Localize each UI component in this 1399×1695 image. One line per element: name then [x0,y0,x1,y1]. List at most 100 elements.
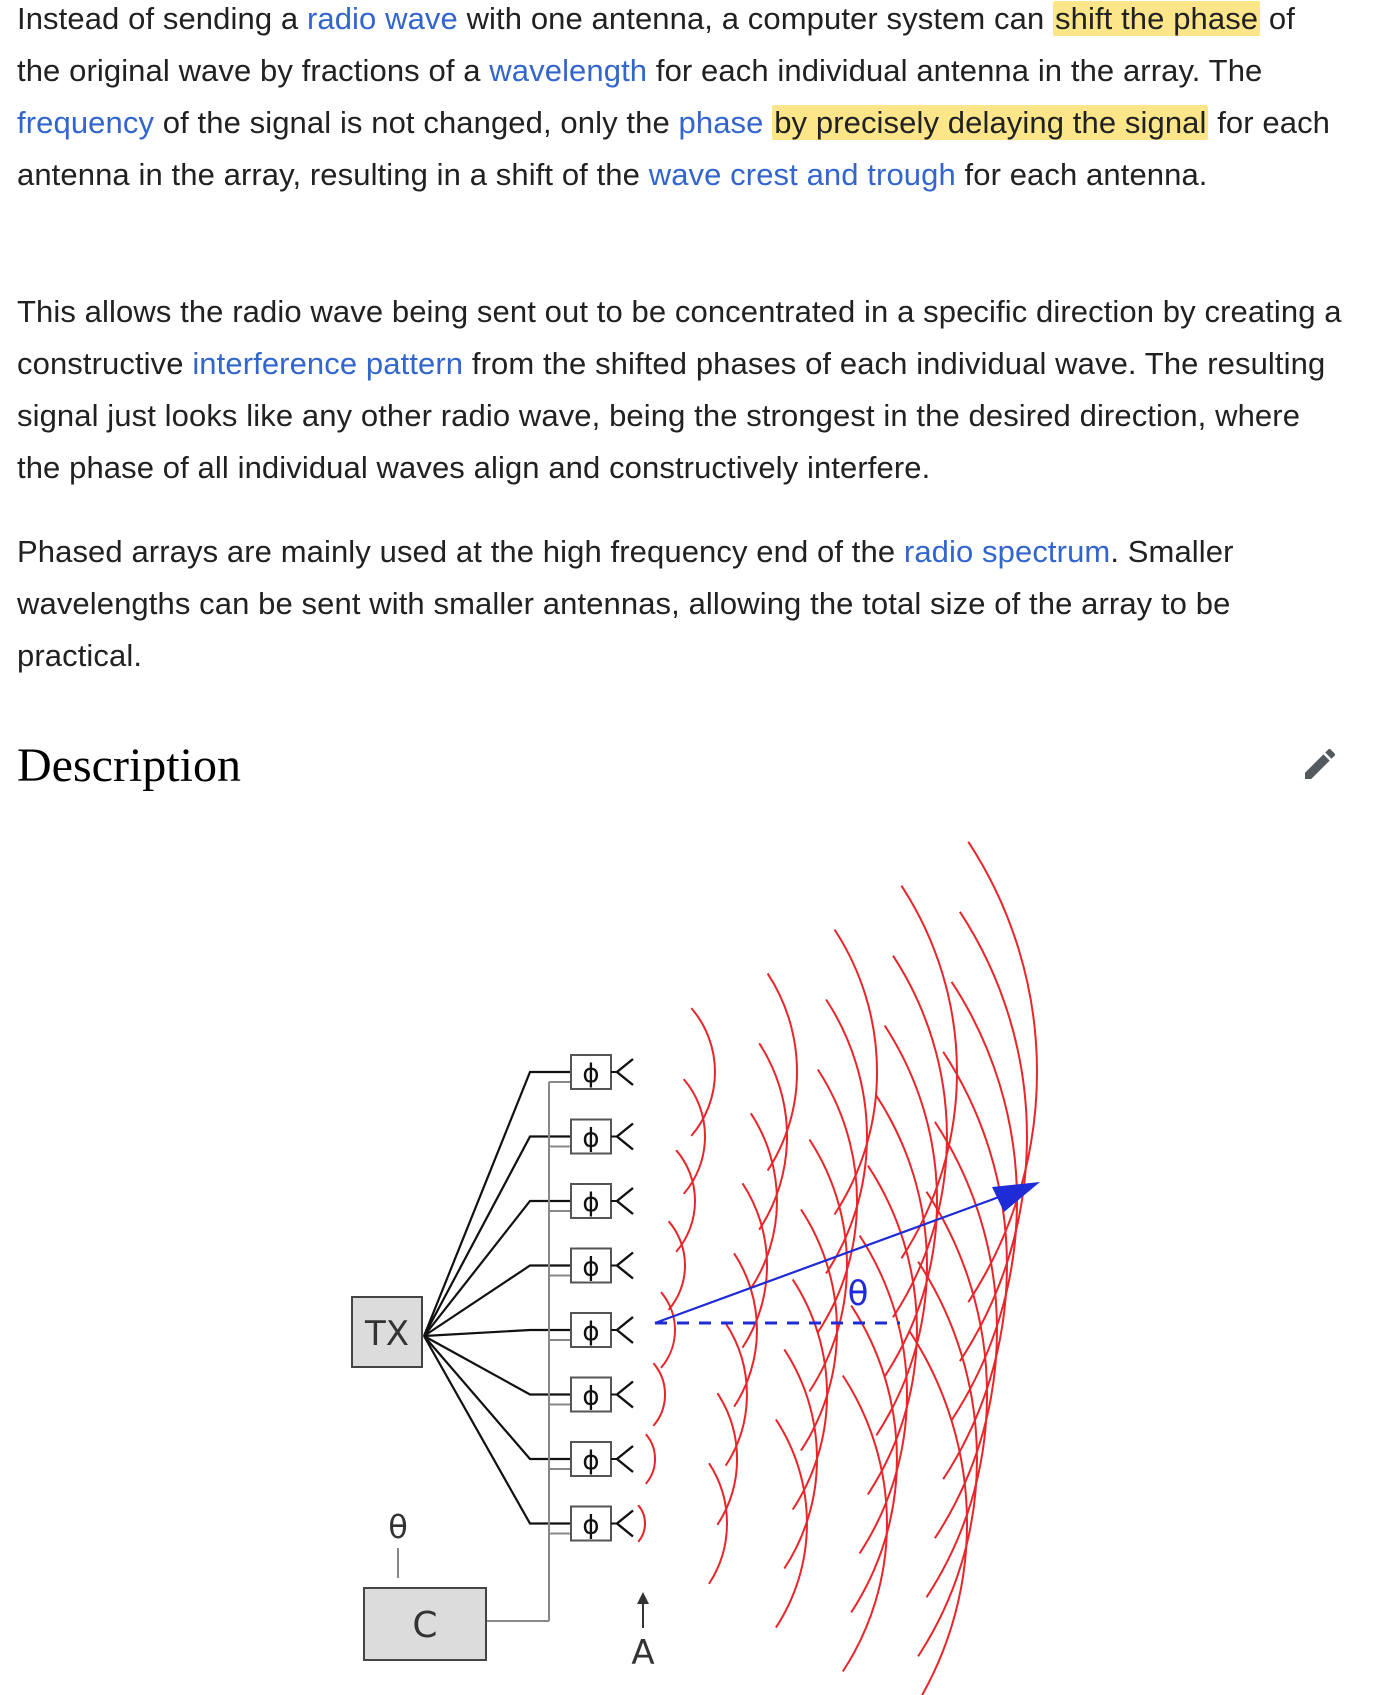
wavefront-arc [682,1078,706,1195]
phase-shifter-box [570,1118,612,1155]
wavefront-arc [652,1362,667,1427]
antenna-icon [615,1380,634,1409]
phase-shifter-symbol: ϕ [582,1382,599,1412]
wavefront-arc [858,1235,909,1554]
phase-shifter-symbol: ϕ [582,1124,599,1154]
text-run: for each antenna in the array, resulting… [17,105,1331,192]
inline-link[interactable]: phase [678,105,764,140]
phase-shifter-box [570,1441,612,1477]
wavefront-arc [908,1331,968,1695]
feed-line [423,1135,571,1337]
feed-line [423,1335,571,1525]
text-run: with one antenna, a computer system can [457,1,1054,36]
wavefront-arc [749,1112,778,1290]
theta-label: θ [388,1508,408,1546]
text-run: Phased arrays are mainly used at the hig… [17,534,904,569]
phase-shifter-box [570,1312,612,1348]
tx-box [351,1296,423,1368]
wavefront-arc [791,1278,828,1511]
paragraph-3: Phased arrays are mainly used at the hig… [17,526,1347,682]
wavefront-arc [875,1095,928,1436]
wavefront-arc [733,1252,758,1408]
wavefront-arc [950,981,1019,1421]
phase-shifter-symbol: ϕ [582,1317,599,1347]
wavefront-arc [917,1261,978,1657]
phase-shifter-symbol: ϕ [582,1253,599,1283]
inline-link[interactable]: radio spectrum [903,534,1111,569]
phase-shifter-box [570,1054,612,1090]
phase-shifter-symbol: ϕ [582,1446,599,1476]
phase-shifter-symbol: ϕ [582,1511,599,1541]
text-run: of the signal is not changed, only the [154,105,679,140]
highlighted-text: shift the phase [1053,1,1261,36]
wavefront-arc [690,1007,716,1137]
text-run: for each antenna. [955,157,1208,192]
antenna-icon [615,1509,634,1538]
beam-arrowhead [992,1182,1040,1212]
wavefront-arc [708,1462,728,1585]
wavefront-arc [766,972,798,1172]
wavefront-arc [959,911,1028,1362]
beam-angle-label: θ [848,1274,869,1314]
phase-shifter-symbol: ϕ [582,1188,599,1218]
tx-label: TX [364,1314,409,1354]
wavefront-arc [637,1504,647,1543]
inline-link[interactable]: wave crest and trough [648,157,956,192]
text-run: from the shifted phases of each individu… [17,346,1326,485]
feed-network [397,1070,571,1622]
text-run: This allows the radio wave being sent ou… [17,294,1342,381]
wavefront-arc [716,1392,739,1526]
paragraph-2: This allows the radio wave being sent ou… [17,286,1347,494]
wavefront-arc [808,1138,848,1393]
feed-line [423,1335,571,1396]
feed-line [423,1199,571,1337]
wavefront-arc [867,1165,918,1495]
inline-link[interactable]: wavelength [489,53,648,88]
wavefront-arc [667,1220,686,1311]
wavefront-arc [800,1208,838,1452]
wavefront-arc [758,1042,788,1231]
phase-shifter-box [570,1376,612,1413]
antenna-icon [615,1445,634,1473]
wavefront-arc [660,1291,676,1369]
array-arrowhead [637,1592,649,1604]
controller-box [363,1587,487,1661]
wavefront-arc [925,1191,988,1598]
antenna-icon [615,1187,634,1215]
array-label: A [631,1633,654,1673]
wavefront-arc [825,998,868,1275]
wavefront-arc [741,1182,769,1349]
wavefront-arc [942,1051,1008,1480]
text-run: for each individual antenna in the array… [647,53,1263,88]
antenna-icon [615,1316,634,1344]
blocks: TX CθA [351,1296,655,1673]
text-run: of the original wave by fractions of a [17,1,1295,88]
section-heading: Description [17,739,241,792]
wavefront-arc [900,885,958,1259]
wavefront-arc [934,1121,999,1539]
inline-link[interactable]: radio wave [306,1,458,36]
wavefront-arc [724,1322,748,1467]
wavefront-arc [645,1433,656,1485]
phase-shifter-box [570,1505,612,1542]
feed-line [423,1328,571,1338]
pencil-icon[interactable] [1300,744,1340,784]
feed-line [422,1070,571,1337]
inline-link[interactable]: frequency [17,105,155,140]
antenna-icon [615,1058,634,1086]
feed-line [423,1335,571,1461]
controller-label: C [412,1605,437,1646]
wavefronts [637,841,1038,1695]
phase-shifter-box [570,1183,612,1219]
highlighted-text: by precisely delaying the signal [772,105,1209,140]
wavefront-arc [892,955,948,1318]
text-run [763,105,772,140]
wavefront-arc [775,1418,808,1629]
wavefront-arc [675,1149,697,1253]
text-run: Instead of sending a [17,1,307,36]
wavefront-arc [783,1348,819,1570]
inline-link[interactable]: interference pattern [192,346,464,381]
wavefront-arc [841,1374,888,1673]
antenna-icon [615,1122,634,1151]
